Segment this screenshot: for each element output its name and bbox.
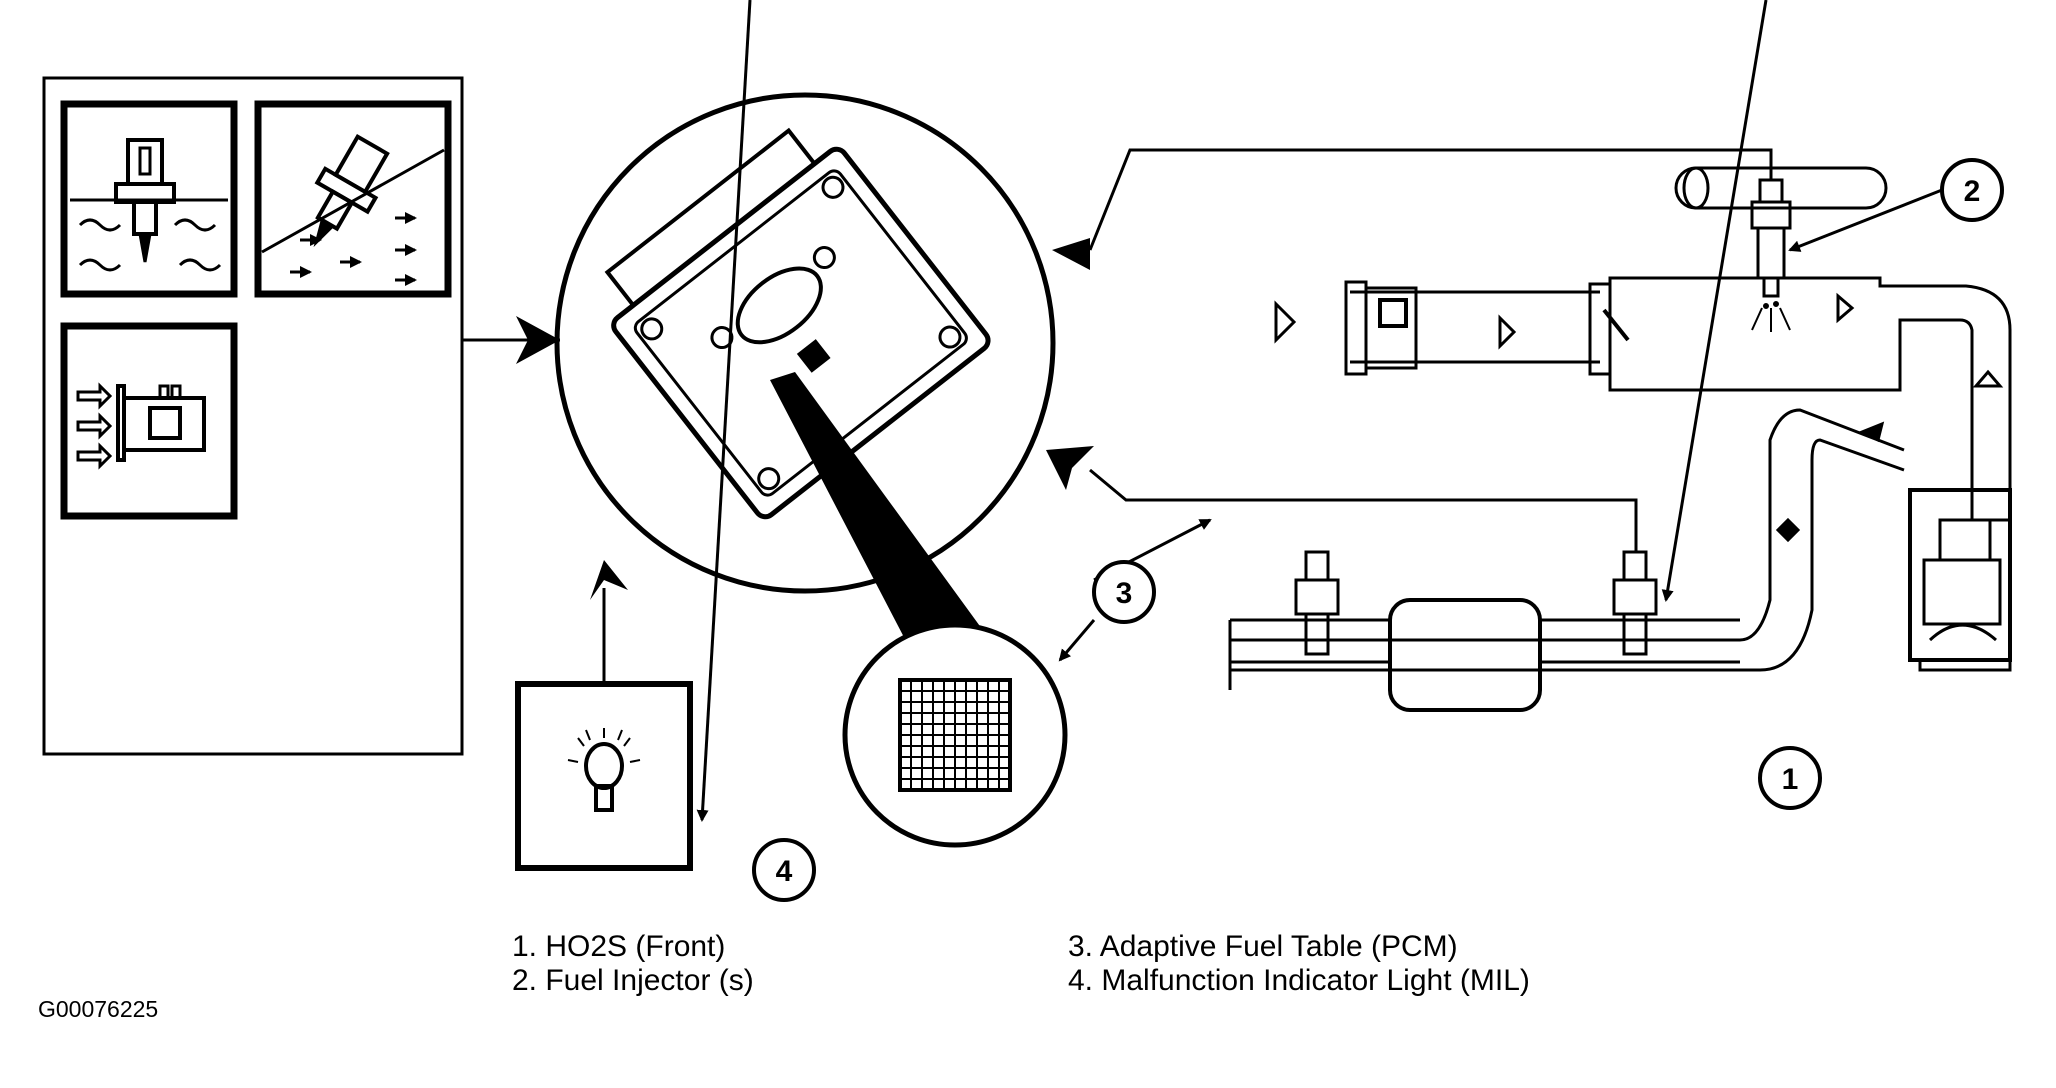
svg-text:1: 1 bbox=[1782, 763, 1799, 796]
legend-item-4: 4. Malfunction Indicator Light (MIL) bbox=[1068, 964, 1530, 997]
callout-2: 2 bbox=[1788, 158, 2004, 252]
legend-item-1: 1. HO2S (Front) bbox=[512, 930, 726, 963]
svg-text:4: 4 bbox=[776, 855, 793, 888]
air-temp-sensor-panel bbox=[254, 100, 452, 298]
legend-right: 3. Adaptive Fuel Table (PCM) 4. Malfunct… bbox=[1068, 930, 1530, 998]
callout-1: 1 bbox=[1661, 0, 1822, 810]
legend-item-3: 3. Adaptive Fuel Table (PCM) bbox=[1068, 930, 1458, 963]
pcm-module bbox=[554, 92, 1056, 668]
engine-system bbox=[1228, 166, 2012, 712]
svg-text:3: 3 bbox=[1116, 577, 1133, 610]
figure-id: G00076225 bbox=[38, 996, 159, 1022]
adaptive-fuel-table bbox=[842, 622, 1068, 848]
sensor-input-panel bbox=[42, 76, 464, 756]
legend-left: 1. HO2S (Front) 2. Fuel Injector (s) bbox=[512, 930, 754, 998]
mass-air-flow-panel bbox=[60, 322, 238, 520]
callout-4: 4 bbox=[696, 0, 816, 902]
legend-item-2: 2. Fuel Injector (s) bbox=[512, 964, 754, 997]
callout-3: 3 bbox=[1058, 518, 1212, 662]
mil-lamp-box bbox=[515, 681, 693, 871]
coolant-sensor-panel bbox=[60, 100, 238, 298]
svg-text:2: 2 bbox=[1964, 175, 1981, 208]
input-arrow-icon bbox=[516, 316, 560, 364]
